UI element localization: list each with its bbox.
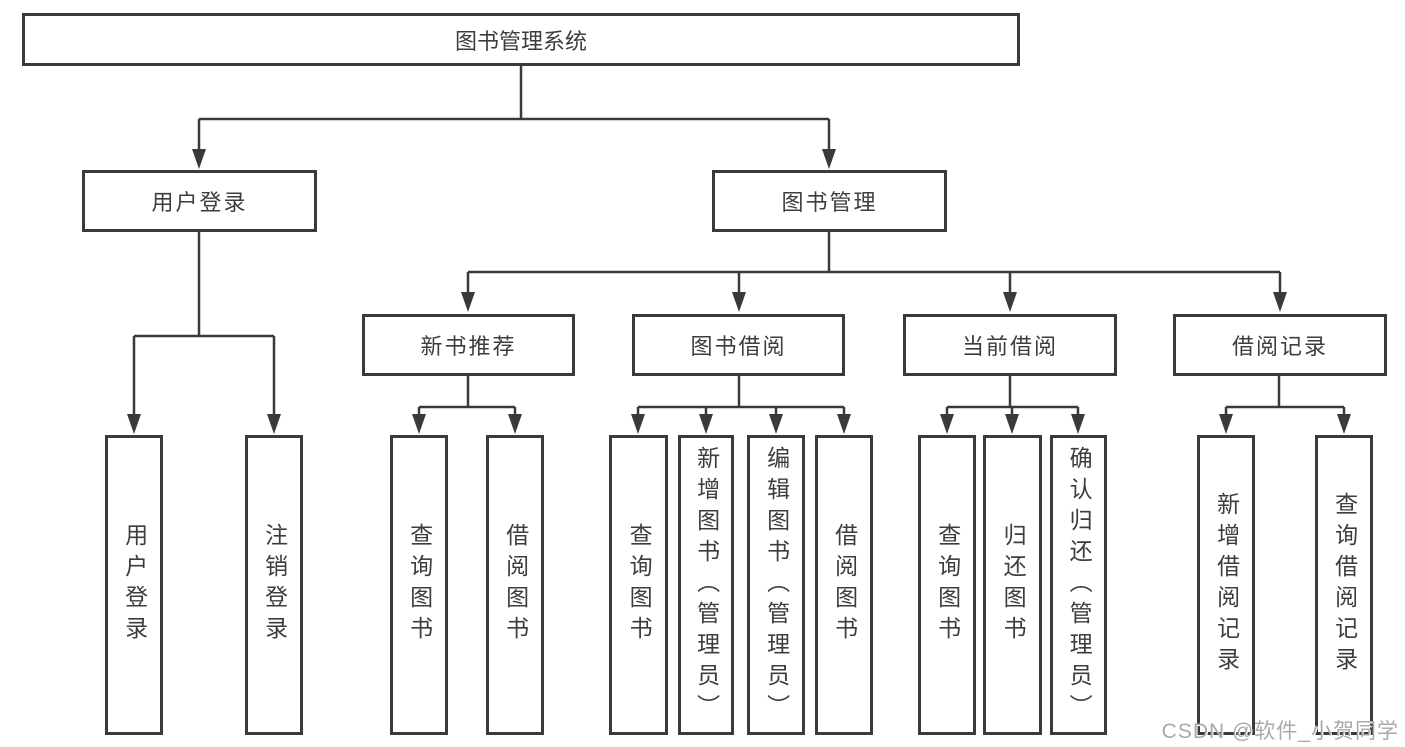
node-user-login: 用户登录 bbox=[82, 170, 317, 232]
node-label: 用户登录 bbox=[121, 523, 148, 647]
node-borrow-record: 借阅记录 bbox=[1173, 314, 1387, 376]
node-new-book-recommend: 新书推荐 bbox=[362, 314, 575, 376]
node-label: 新书推荐 bbox=[420, 334, 517, 359]
node-label: 新增借阅记录 bbox=[1213, 492, 1240, 678]
leaf-bb-add-book-admin: 新增图书（管理员） bbox=[678, 435, 734, 735]
leaf-logout-login: 注销登录 bbox=[245, 435, 303, 735]
leaf-cb-query-book: 查询图书 bbox=[918, 435, 976, 735]
node-book-management-system: 图书管理系统 bbox=[22, 13, 1020, 66]
node-label: 借阅图书 bbox=[502, 523, 529, 647]
arrowheads bbox=[127, 149, 1351, 434]
node-label: 借阅图书 bbox=[831, 523, 858, 647]
node-label: 编辑图书（管理员） bbox=[763, 445, 790, 725]
node-label: 查询图书 bbox=[934, 523, 961, 647]
node-book-borrow: 图书借阅 bbox=[632, 314, 845, 376]
node-book-management: 图书管理 bbox=[712, 170, 947, 232]
leaf-nbr-query-book: 查询图书 bbox=[390, 435, 448, 735]
leaf-cb-return-book: 归还图书 bbox=[983, 435, 1042, 735]
leaf-user-login: 用户登录 bbox=[105, 435, 163, 735]
node-label: 图书管理系统 bbox=[454, 28, 587, 54]
node-label: 新增图书（管理员） bbox=[693, 445, 720, 725]
leaf-br-add-record: 新增借阅记录 bbox=[1197, 435, 1255, 735]
node-label: 图书管理 bbox=[781, 190, 878, 215]
node-label: 查询借阅记录 bbox=[1331, 492, 1358, 678]
leaf-bb-borrow-book: 借阅图书 bbox=[815, 435, 873, 735]
leaf-bb-query-book: 查询图书 bbox=[609, 435, 668, 735]
node-label: 用户登录 bbox=[151, 190, 248, 215]
node-label: 查询图书 bbox=[406, 523, 433, 647]
node-label: 借阅记录 bbox=[1231, 334, 1328, 359]
leaf-bb-edit-book-admin: 编辑图书（管理员） bbox=[747, 435, 805, 735]
node-label: 归还图书 bbox=[1000, 523, 1027, 647]
node-current-borrow: 当前借阅 bbox=[903, 314, 1117, 376]
leaf-nbr-borrow-book: 借阅图书 bbox=[486, 435, 544, 735]
node-label: 查询图书 bbox=[626, 523, 653, 647]
leaf-br-query-record: 查询借阅记录 bbox=[1315, 435, 1373, 735]
node-label: 当前借阅 bbox=[961, 334, 1058, 359]
node-label: 注销登录 bbox=[261, 523, 288, 647]
csdn-watermark: CSDN @软件_小贺同学 bbox=[1161, 720, 1399, 743]
leaf-cb-confirm-return-admin: 确认归还（管理员） bbox=[1050, 435, 1107, 735]
node-label: 图书借阅 bbox=[690, 334, 787, 359]
node-label: 确认归还（管理员） bbox=[1066, 445, 1093, 725]
